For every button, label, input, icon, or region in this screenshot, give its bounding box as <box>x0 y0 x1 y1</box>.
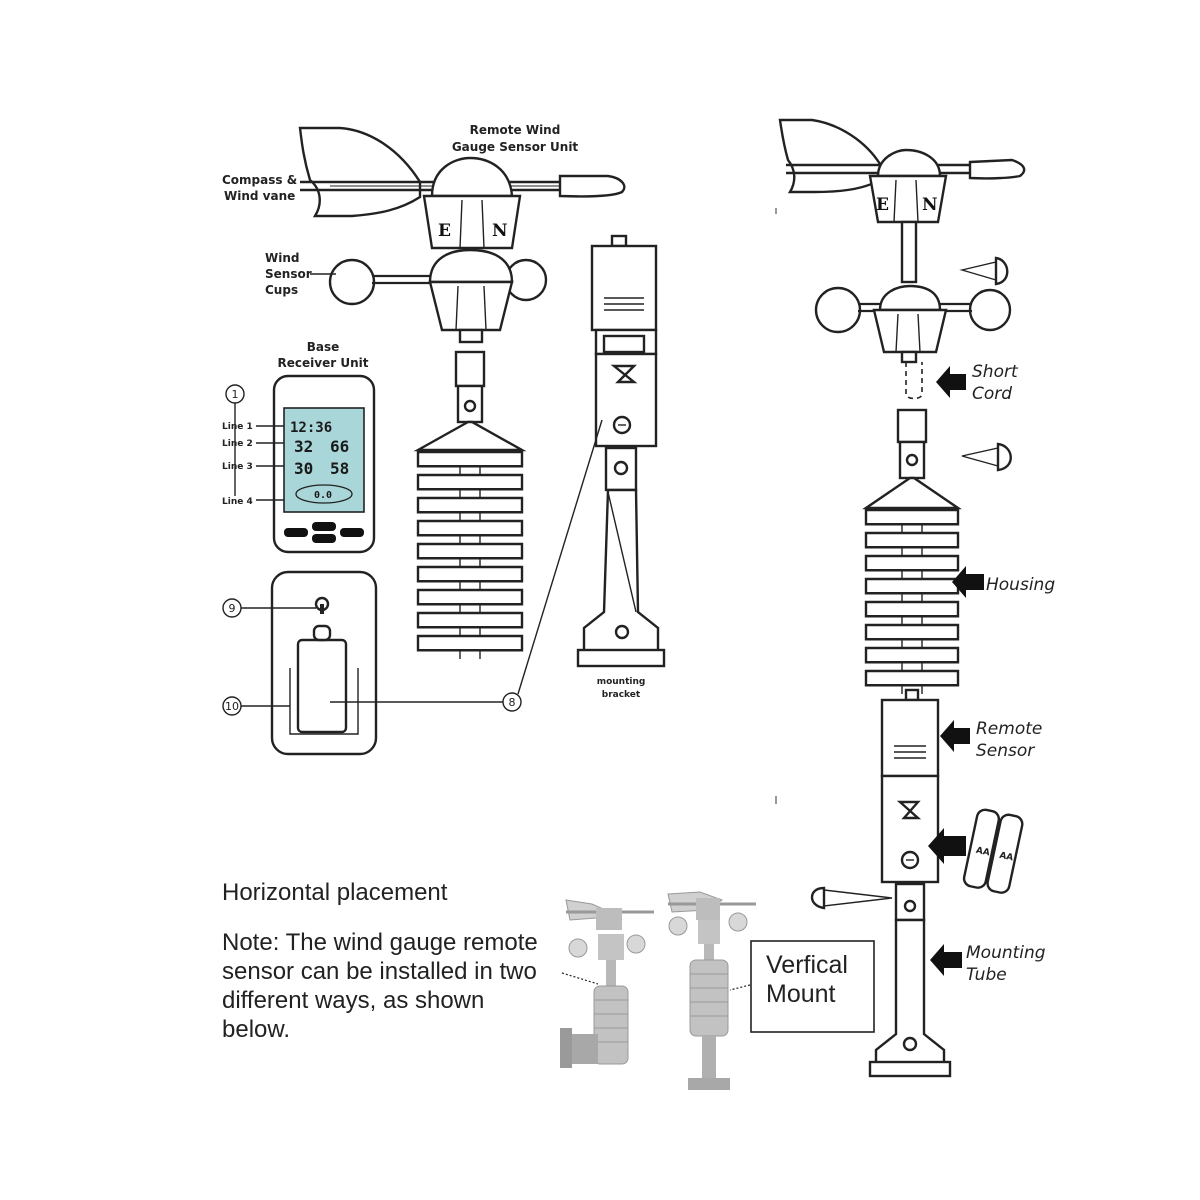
housing-fin <box>416 634 524 652</box>
line2-label: Line 2 <box>222 439 253 449</box>
housing-fin <box>864 669 960 687</box>
short-cord-arrow <box>936 366 966 398</box>
right-wind-vane: E N <box>778 118 1026 284</box>
left-housing <box>413 350 527 659</box>
mounting-tube-label-2: Tube <box>966 965 1007 985</box>
mounting-bracket-label-2: bracket <box>602 690 641 700</box>
housing-fin <box>864 577 960 595</box>
right-housing <box>862 408 962 694</box>
callout-1: 1 <box>232 388 239 401</box>
cups-label-2: Sensor <box>265 267 312 281</box>
left-compass-head: E N <box>422 156 522 250</box>
lcd-value-b: 66 <box>330 437 349 456</box>
right-screw-2 <box>961 442 1012 472</box>
right-wind-cups <box>814 284 1012 400</box>
housing-label: Housing <box>986 575 1055 595</box>
housing-fin <box>416 588 524 606</box>
vertical-mount-label-2: Mount <box>766 980 836 1008</box>
mounting-tube-label-1: Mounting <box>966 943 1046 963</box>
housing-fin <box>864 646 960 664</box>
receiver-button-middle-bottom <box>312 534 336 543</box>
horizontal-mount-photo <box>560 899 654 1068</box>
lcd-wind: 0.0 <box>314 490 332 501</box>
housing-fin <box>416 450 524 468</box>
line4-label: Line 4 <box>222 497 253 507</box>
vertical-mount-photo <box>667 891 756 1090</box>
vane-letter-e: E <box>438 221 451 241</box>
right-mounting-tube <box>868 918 952 1078</box>
mounting-bracket-label-1: mounting <box>597 677 646 687</box>
base-label-1: Base <box>307 340 340 354</box>
note-line-1: Note: The wind gauge remote <box>222 929 538 956</box>
line3-label: Line 3 <box>222 462 253 472</box>
base-label-2: Receiver Unit <box>278 356 369 370</box>
battery-arrow <box>928 828 966 864</box>
lcd-value-c: 30 <box>294 459 313 478</box>
lcd-value-d: 58 <box>330 459 349 478</box>
line1-label: Line 1 <box>222 422 253 432</box>
receiver-button-right <box>340 528 364 537</box>
note-line-4: below. <box>222 1016 290 1043</box>
housing-fin <box>864 531 960 549</box>
vertical-mount-box: Verfical Mount <box>750 940 875 1033</box>
note-heading: Horizontal placement <box>222 879 448 906</box>
right-vane-letter-e: E <box>876 195 889 215</box>
right-screw-1 <box>959 256 1009 286</box>
housing-fin <box>416 496 524 514</box>
base-receiver-unit: 12:36 32 66 30 58 0.0 <box>272 374 376 554</box>
housing-fin <box>864 508 960 526</box>
lcd-time: 12:36 <box>290 420 332 436</box>
housing-fin <box>416 565 524 583</box>
right-vane-letter-n: N <box>922 195 938 215</box>
receiver-button-left <box>284 528 308 537</box>
mounting-tube-arrow <box>930 944 962 976</box>
remote-wind-title-1: Remote Wind <box>470 123 561 137</box>
right-remote-sensor <box>880 688 940 922</box>
remote-sensor-label-2: Sensor <box>976 741 1035 761</box>
remote-sensor-arrow <box>940 720 970 752</box>
housing-fin <box>416 611 524 629</box>
vertical-mount-label-1: Verfical <box>766 951 848 979</box>
line-labels: 1 Line 1 Line 2 Line 3 Line 4 <box>222 384 284 507</box>
housing-fin <box>416 519 524 537</box>
lcd-value-a: 32 <box>294 437 313 456</box>
callout-8: 8 <box>509 696 516 709</box>
housing-fin <box>864 623 960 641</box>
housing-fin <box>416 542 524 560</box>
receiver-button-middle-top <box>312 522 336 531</box>
batteries: AA AA <box>962 808 1024 894</box>
cups-label-3: Cups <box>265 283 298 297</box>
remote-sensor-label-1: Remote <box>976 719 1042 739</box>
receiver-stand <box>270 570 378 756</box>
housing-arrow <box>952 566 984 598</box>
callout-9: 9 <box>229 602 236 615</box>
compass-label-2: Wind vane <box>224 189 295 203</box>
battery-label-2: AA <box>998 851 1014 864</box>
left-remote-sensor <box>590 234 658 492</box>
callouts: 9 10 8 <box>222 419 603 716</box>
cups-label-1: Wind <box>265 251 299 265</box>
note-line-3: different ways, as shown <box>222 987 484 1014</box>
short-cord-label-2: Cord <box>972 384 1012 404</box>
lcd-screen <box>283 407 365 513</box>
housing-fin <box>416 473 524 491</box>
short-cord-label-1: Short <box>972 362 1019 382</box>
left-mounting-bracket: mounting bracket <box>576 488 666 700</box>
note-line-2: sensor can be installed in two <box>222 958 537 985</box>
housing-fin <box>864 554 960 572</box>
callout-10: 10 <box>225 700 239 713</box>
right-screw-3 <box>810 886 893 910</box>
left-wind-cups <box>328 248 548 344</box>
compass-label-1: Compass & <box>222 173 297 187</box>
housing-fin <box>864 600 960 618</box>
vane-letter-n: N <box>492 221 508 241</box>
battery-label-1: AA <box>975 846 991 859</box>
remote-wind-title-2: Gauge Sensor Unit <box>452 140 579 154</box>
